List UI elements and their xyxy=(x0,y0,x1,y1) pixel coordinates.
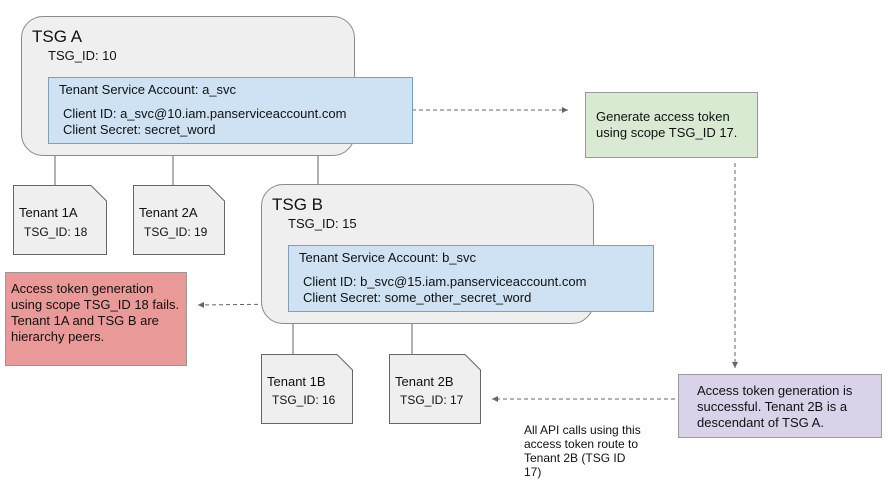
tenant-2a-name: Tenant 2A xyxy=(139,205,198,220)
b-svc-box: Tenant Service Account: b_svc Client ID:… xyxy=(288,245,654,312)
tenant-1b-name: Tenant 1B xyxy=(267,374,326,389)
api-calls-note: All API calls using this access token ro… xyxy=(524,423,641,479)
tenant-1b-id: TSG_ID: 16 xyxy=(272,393,336,407)
tenant-1a-name: Tenant 1A xyxy=(19,205,78,220)
tenant-2b-name: Tenant 2B xyxy=(395,374,454,389)
a-svc-title: Tenant Service Account: a_svc xyxy=(59,82,237,97)
a-svc-client-secret: Client Secret: secret_word xyxy=(63,122,216,137)
tenant-2a-id: TSG_ID: 19 xyxy=(144,225,208,239)
tenant-1a-id: TSG_ID: 18 xyxy=(24,225,88,239)
tsg-b-id: TSG_ID: 15 xyxy=(288,216,357,231)
tsg-a-title: TSG A xyxy=(32,27,83,46)
tenant-2a-shape xyxy=(133,185,225,255)
b-svc-client-secret: Client Secret: some_other_secret_word xyxy=(303,290,532,305)
tenant-2b-id: TSG_ID: 17 xyxy=(400,393,464,407)
tenant-2b-shape xyxy=(389,354,481,424)
a-svc-box: Tenant Service Account: a_svc Client ID:… xyxy=(48,77,413,144)
tenant-1a-shape xyxy=(13,185,107,255)
tsg-a-id: TSG_ID: 10 xyxy=(48,48,117,63)
tenant-1b-shape xyxy=(261,354,353,424)
b-svc-client-id: Client ID: b_svc@15.iam.panserviceaccoun… xyxy=(303,274,587,289)
tsg-b-title: TSG B xyxy=(272,195,324,214)
token-success-note: Access token generation is successful. T… xyxy=(678,374,882,438)
a-svc-client-id: Client ID: a_svc@10.iam.panserviceaccoun… xyxy=(63,106,347,121)
b-svc-title: Tenant Service Account: b_svc xyxy=(299,250,477,265)
token-fail-note: Access token generation using scope TSG_… xyxy=(5,272,187,366)
generate-token-note: Generate access token using scope TSG_ID… xyxy=(585,92,758,158)
